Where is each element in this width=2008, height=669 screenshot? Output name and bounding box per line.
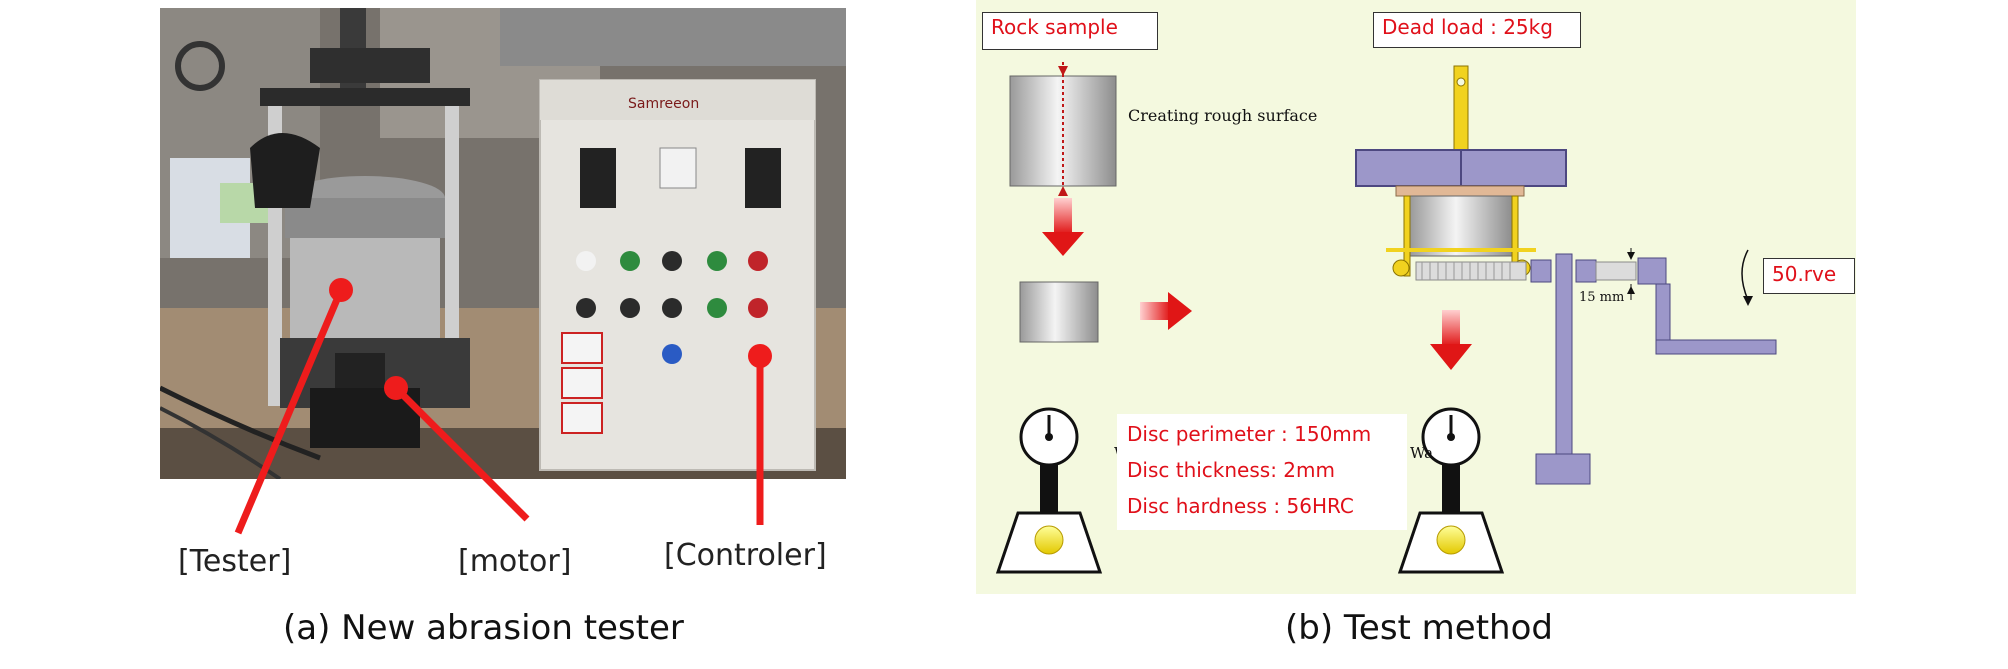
rotation-arrow	[1741, 249, 1749, 301]
callout-lines	[234, 288, 764, 535]
disc-spec-box: Disc perimeter : 150mm Disc thickness: 2…	[1117, 414, 1407, 530]
rough-surface-label: Creating rough surface	[1128, 106, 1318, 125]
caption-b: (b) Test method	[1285, 608, 1553, 648]
down-arrow-1-head	[1042, 232, 1084, 256]
scale-before	[995, 407, 1103, 574]
controller-label: [Controler]	[664, 538, 827, 573]
gap-label: 15 mm	[1579, 290, 1625, 305]
sample-in-holder	[1409, 195, 1513, 257]
disc-perimeter: Disc perimeter : 150mm	[1127, 422, 1372, 446]
scale-after	[1397, 407, 1505, 574]
dead-load-label: Dead load : 25kg	[1373, 12, 1581, 48]
crank-handle	[1655, 339, 1777, 355]
down-arrow-2-shaft	[1442, 310, 1460, 346]
cut-sample	[1019, 281, 1099, 343]
caption-a: (a) New abrasion tester	[283, 608, 684, 648]
sample-holder-top	[1395, 185, 1525, 197]
right-arrow-shaft	[1140, 302, 1170, 320]
rev-label: 50.rve	[1763, 258, 1855, 294]
tester-label: [Tester]	[178, 544, 292, 579]
crank-hub	[1637, 257, 1667, 285]
tester-callout-line	[234, 288, 345, 535]
disc-thickness: Disc thickness: 2mm	[1127, 458, 1335, 482]
weight-after-label: Wa	[1410, 444, 1434, 462]
down-arrow-2-head	[1430, 344, 1472, 370]
tester-photo-illustration: Samreeon	[160, 8, 846, 479]
motor-callout-line	[393, 385, 530, 522]
support-column	[1555, 253, 1573, 485]
motor-label: [motor]	[458, 544, 572, 579]
tester-photo: Samreeon	[160, 8, 846, 479]
down-arrow-1-shaft	[1054, 198, 1072, 234]
test-method-illustration	[995, 62, 1777, 574]
rock-sample-label: Rock sample	[982, 12, 1158, 50]
right-arrow-head	[1168, 292, 1192, 330]
disc-hardness: Disc hardness : 56HRC	[1127, 494, 1354, 518]
disc-shaft	[1415, 261, 1527, 281]
test-method-diagram: Rock sample Dead load : 25kg Creating ro…	[976, 0, 1856, 594]
cabinet-brand: Samreeon	[628, 96, 699, 112]
